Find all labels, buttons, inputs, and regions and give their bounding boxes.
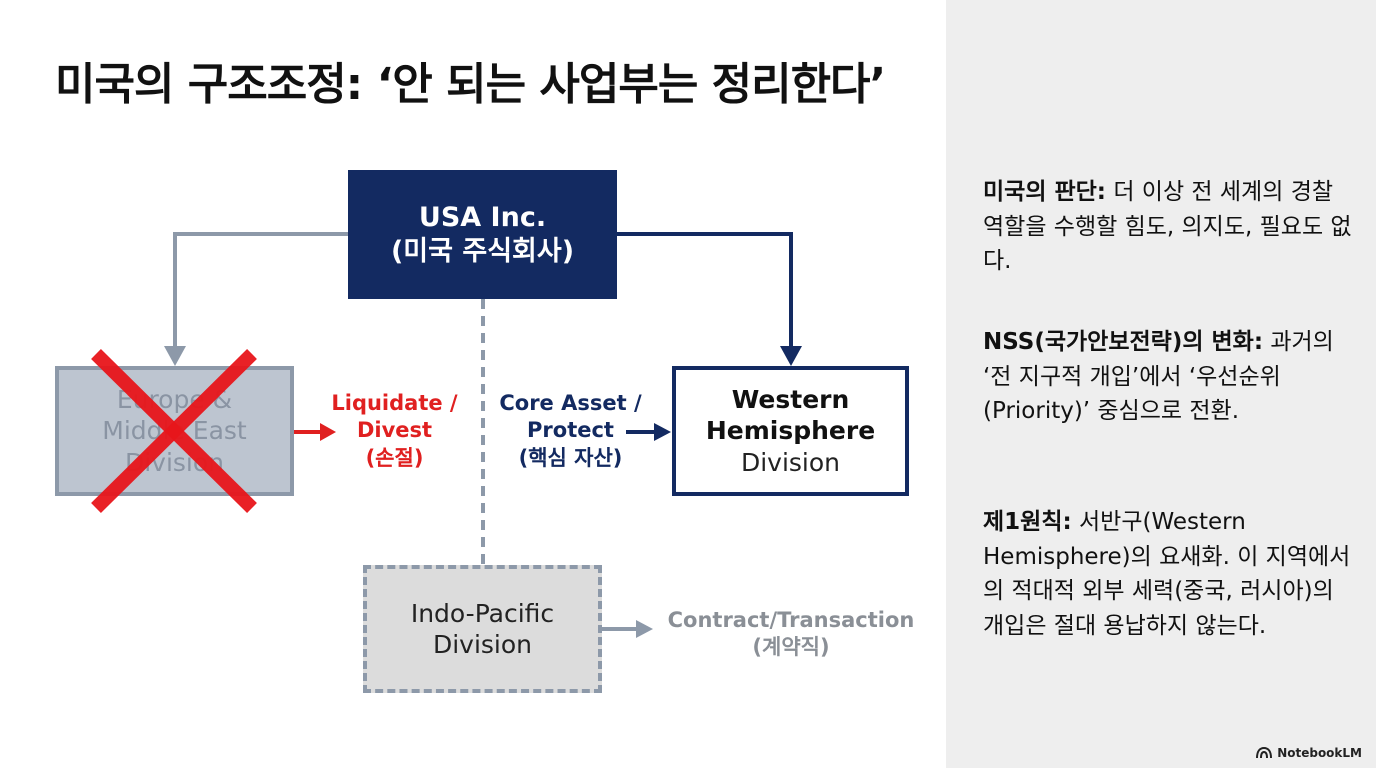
contract-line-2: (계약직): [752, 635, 830, 660]
panel-judgment-text: 더 이상 전 세계의 경찰 역할을 수행할 힘도, 의지도, 필요도 없다.: [983, 179, 1352, 274]
arrowhead-western: [780, 346, 802, 366]
western-line-2: Hemisphere: [705, 416, 876, 446]
usa-inc-box: USA Inc. (미국 주식회사): [348, 170, 617, 299]
core-line-3: (핵심 자산): [518, 445, 623, 470]
notebooklm-watermark: NotebookLM: [1256, 746, 1362, 760]
cross-out-icon-stroke-2: [91, 349, 257, 513]
western-line-1: Western: [731, 385, 850, 415]
panel-first-principle: 제1원칙: 서반구(Western Hemisphere)의 요새화. 이 지역…: [983, 505, 1353, 643]
usa-inc-name: USA Inc.: [418, 201, 547, 233]
notebooklm-logo-icon: [1256, 747, 1273, 759]
panel-nss-heading: NSS(국가안보전략)의 변화:: [983, 329, 1264, 355]
liquidate-line-3: (손절): [365, 445, 424, 470]
side-panel: [946, 0, 1376, 768]
panel-nss-change: NSS(국가안보전략)의 변화: 과거의 ‘전 지구적 개입’에서 ‘우선순위(…: [983, 325, 1353, 429]
panel-principle-text: 서반구(Western Hemisphere)의 요새화. 이 지역에서의 적대…: [983, 509, 1351, 639]
contract-label: Contract/Transaction (계약직): [660, 607, 922, 662]
panel-principle-heading: 제1원칙:: [983, 509, 1072, 535]
liquidate-line-2: Divest: [356, 418, 433, 443]
indo-line-2: Division: [432, 630, 533, 659]
contract-line-1: Contract/Transaction: [667, 608, 915, 632]
core-asset-label: Core Asset / Protect (핵심 자산): [488, 390, 653, 472]
core-line-2: Protect: [527, 418, 614, 443]
indo-line-1: Indo-Pacific: [410, 598, 555, 628]
indo-pacific-box: Indo-Pacific Division: [363, 565, 602, 693]
western-hemisphere-box: Western Hemisphere Division: [672, 366, 909, 496]
usa-inc-korean: (미국 주식회사): [390, 235, 575, 267]
brand-name: NotebookLM: [1277, 746, 1362, 760]
connector-usa-to-europe: [173, 232, 348, 348]
arrowhead-europe: [164, 346, 186, 366]
connector-usa-to-western: [617, 232, 793, 348]
panel-judgment-heading: 미국의 판단:: [983, 179, 1107, 205]
western-line-3: Division: [740, 447, 841, 477]
panel-judgment: 미국의 판단: 더 이상 전 세계의 경찰 역할을 수행할 힘도, 의지도, 필…: [983, 175, 1353, 279]
arrowhead-liquidate: [320, 423, 336, 441]
arrowhead-contract: [636, 620, 653, 638]
arrowhead-core: [654, 423, 671, 441]
core-line-1: Core Asset /: [499, 391, 642, 415]
slide-title: 미국의 구조조정: ‘안 되는 사업부는 정리한다’: [55, 59, 886, 110]
panel-nss-text: 과거의 ‘전 지구적 개입’에서 ‘우선순위(Priority)’ 중심으로 전…: [983, 329, 1334, 424]
liquidate-line-1: Liquidate /: [331, 391, 458, 415]
liquidate-label: Liquidate / Divest (손절): [322, 390, 467, 472]
